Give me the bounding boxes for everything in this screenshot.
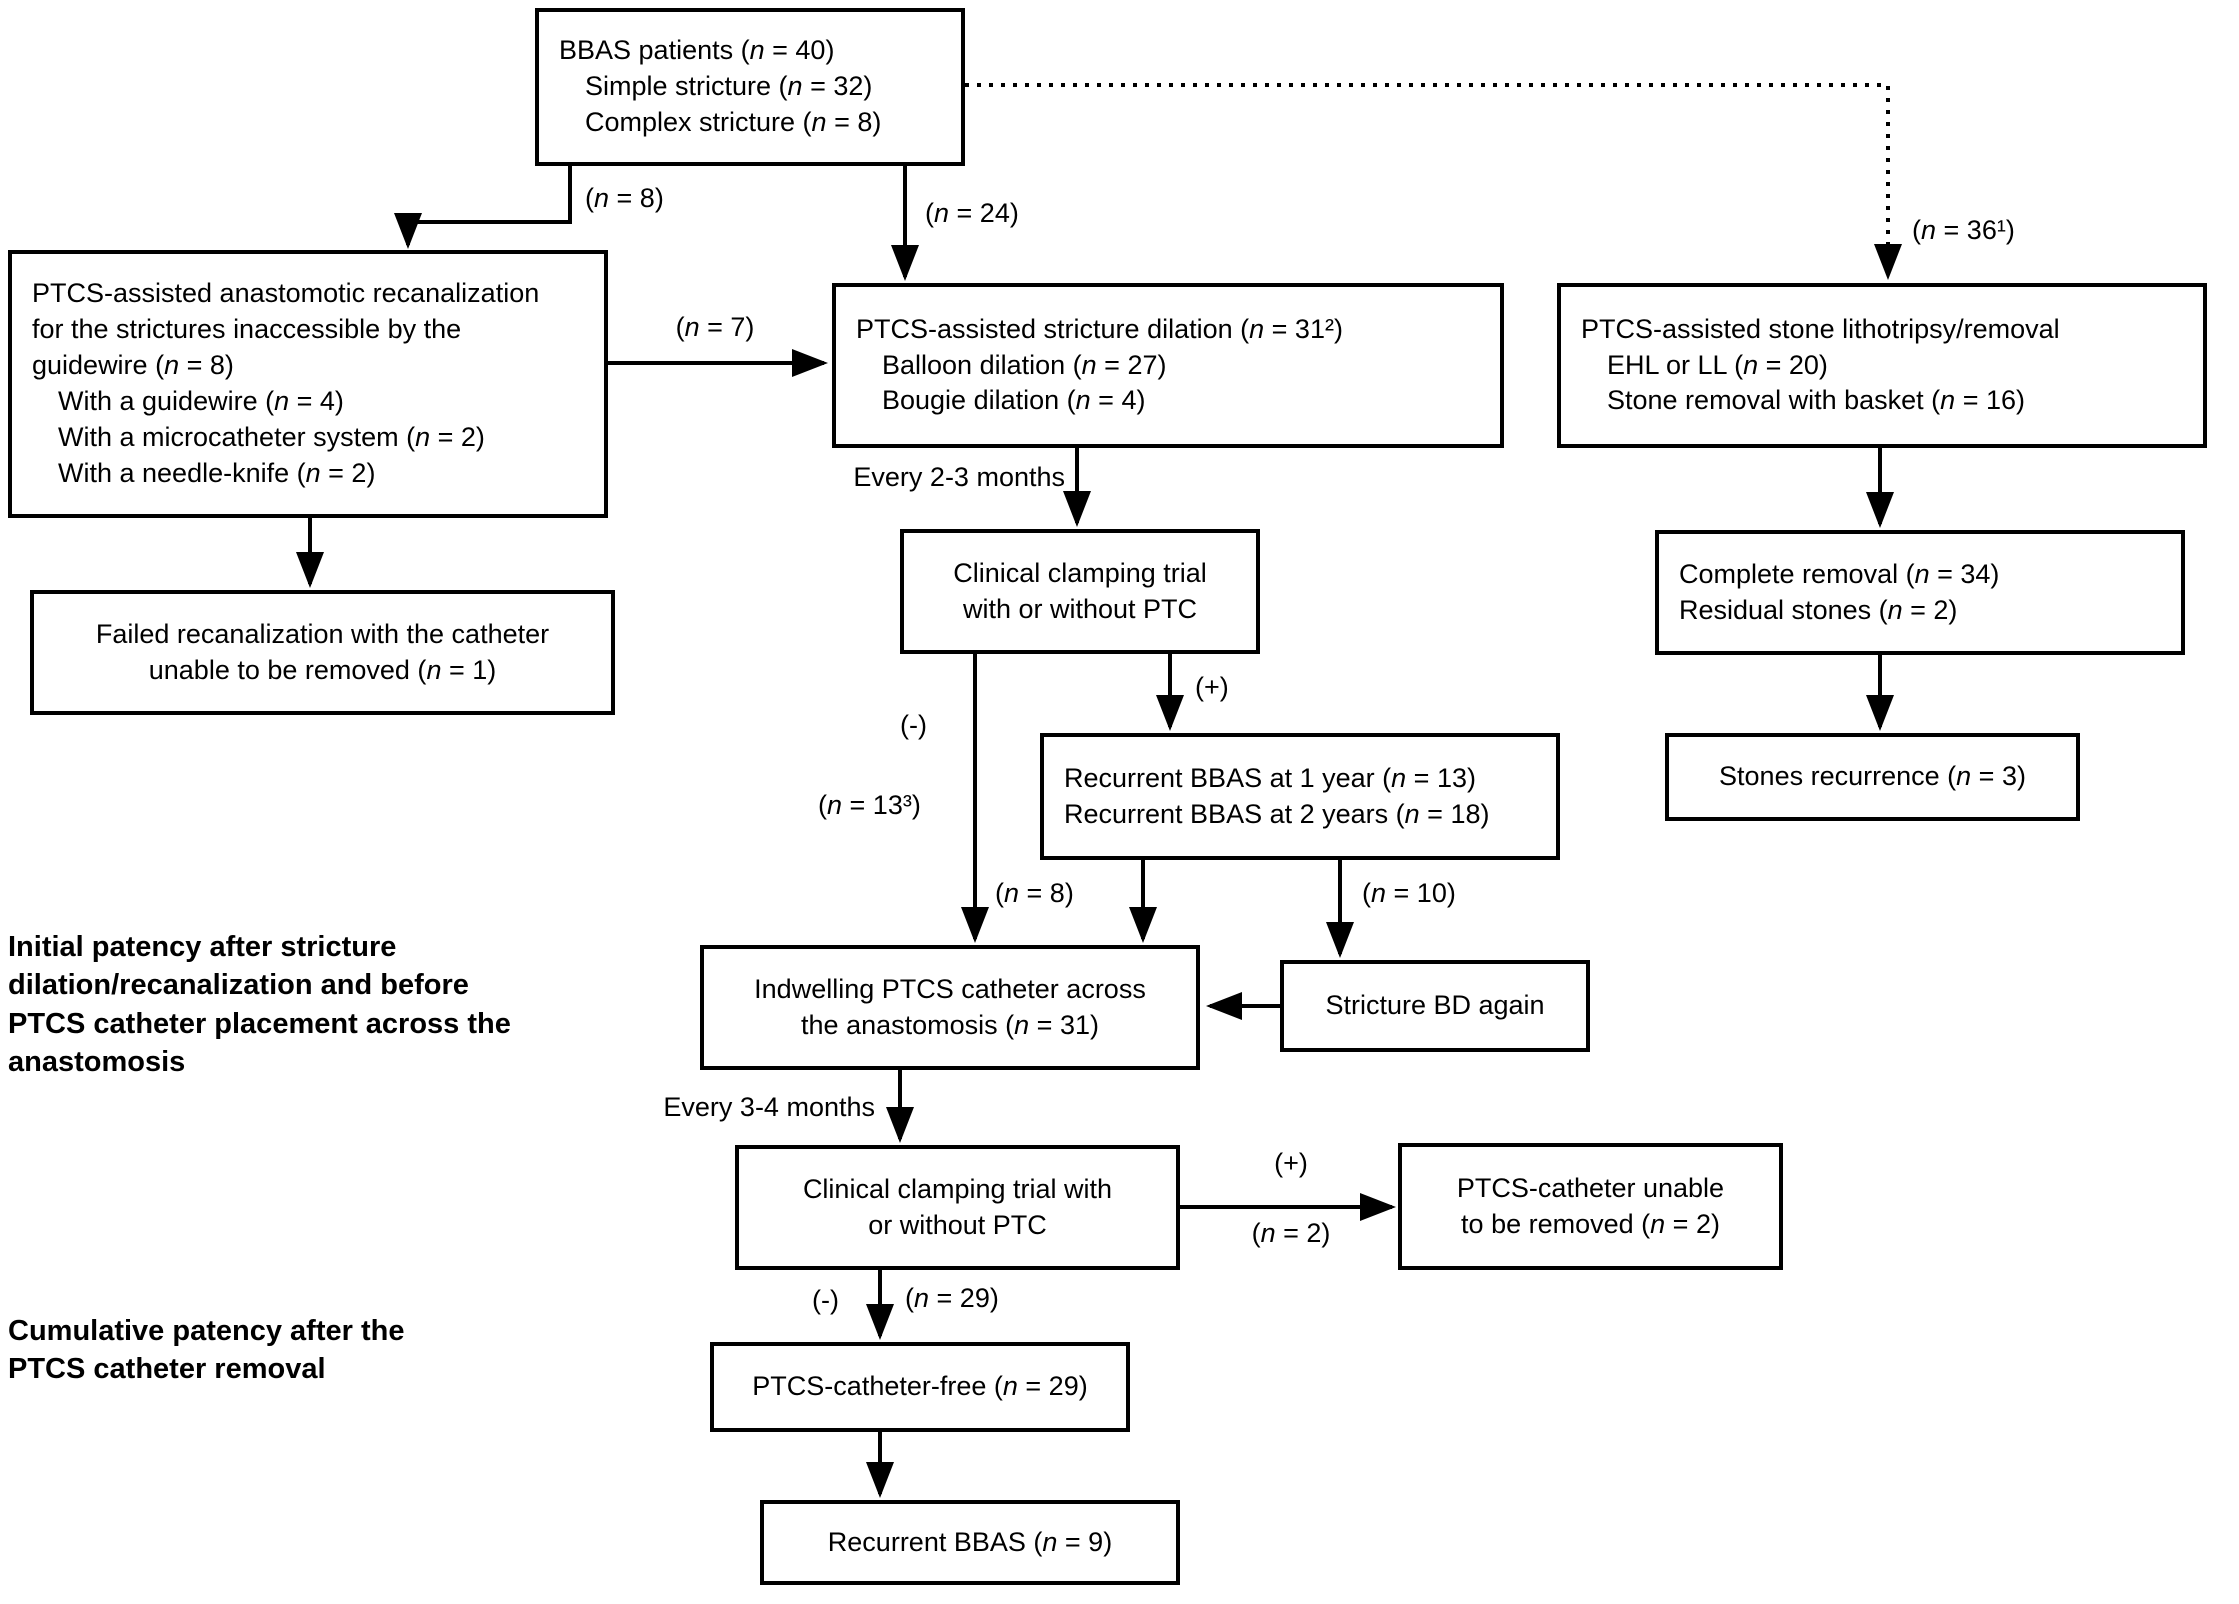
edge-label-n7: (n = 7) xyxy=(675,312,755,342)
edge-label-n8-mid: (n = 8) xyxy=(995,878,1074,908)
box-line: Complete removal (n = 34) xyxy=(1679,558,2000,589)
box-line: Stones recurrence (n = 3) xyxy=(1719,761,2026,792)
box-line: to be removed (n = 2) xyxy=(1461,1208,1720,1239)
edge-label-negative-1: (-) xyxy=(900,710,927,740)
edge-label-n8-top: (n = 8) xyxy=(585,183,664,213)
box-line: PTCS-catheter-free (n = 29) xyxy=(752,1371,1088,1402)
edge-label-negative-2: (-) xyxy=(812,1285,839,1315)
box-line: Recurrent BBAS (n = 9) xyxy=(827,1526,1113,1557)
section-label-cumulative-patency: Cumulative patency after the PTCS cathet… xyxy=(8,1312,404,1389)
box-recurrent-bbas-final: Recurrent BBAS (n = 9) xyxy=(760,1500,1180,1585)
edge-label-every-2-3-months: Every 2-3 months xyxy=(853,462,1065,492)
box-line: Bougie dilation (n = 4) xyxy=(882,385,1146,416)
box-clamping-trial-2: Clinical clamping trial with or without … xyxy=(735,1145,1180,1270)
box-line: With a needle-knife (n = 2) xyxy=(58,457,376,488)
box-line: With a guidewire (n = 4) xyxy=(58,386,344,416)
box-line: PTCS-assisted stone lithotripsy/removal xyxy=(1581,313,2060,344)
box-line: Indwelling PTCS catheter across xyxy=(754,973,1146,1004)
box-line: Recurrent BBAS at 2 years (n = 18) xyxy=(1064,798,1490,829)
section-line: anastomosis xyxy=(8,1045,186,1078)
box-recanalization: PTCS-assisted anastomotic recanalization… xyxy=(8,250,608,518)
box-line: PTCS-assisted anastomotic recanalization xyxy=(32,278,540,309)
edge-label-n36: (n = 36¹) xyxy=(1912,215,2015,245)
box-line: BBAS patients (n = 40) xyxy=(559,35,835,66)
box-line: Complex stricture (n = 8) xyxy=(585,106,882,137)
edge-label-n24: (n = 24) xyxy=(925,198,1019,228)
box-line: PTCS-catheter unable xyxy=(1456,1172,1725,1203)
edge-label-n29: (n = 29) xyxy=(905,1283,999,1313)
box-line: With a microcatheter system (n = 2) xyxy=(58,421,485,452)
box-line: Simple stricture (n = 32) xyxy=(585,71,873,102)
box-line: Clinical clamping trial with xyxy=(802,1173,1113,1204)
box-line: for the strictures inaccessible by the xyxy=(32,314,462,345)
box-line: the anastomosis (n = 31) xyxy=(801,1009,1099,1040)
box-catheter-free: PTCS-catheter-free (n = 29) xyxy=(710,1342,1130,1432)
box-recurrent-bbas-1-2yr: Recurrent BBAS at 1 year (n = 13) Recurr… xyxy=(1040,733,1560,860)
section-label-initial-patency: Initial patency after stricture dilation… xyxy=(8,928,511,1081)
dotted-arrow-bbas-to-stone xyxy=(965,83,1902,280)
box-line: or without PTC xyxy=(868,1209,1047,1240)
box-line: EHL or LL (n = 20) xyxy=(1607,349,1828,380)
box-clamping-trial-1: Clinical clamping trial with or without … xyxy=(900,529,1260,654)
box-line: guidewire (n = 8) xyxy=(32,350,234,381)
box-stricture-bd-again: Stricture BD again xyxy=(1280,960,1590,1052)
box-line: with or without PTC xyxy=(962,593,1198,624)
box-line: PTCS-assisted stricture dilation (n = 31… xyxy=(856,313,1343,344)
box-complete-removal: Complete removal (n = 34) Residual stone… xyxy=(1655,530,2185,655)
box-stone-lithotripsy: PTCS-assisted stone lithotripsy/removal … xyxy=(1557,283,2207,448)
box-line: Stone removal with basket (n = 16) xyxy=(1607,385,2025,416)
box-line: Clinical clamping trial xyxy=(953,557,1207,588)
edge-label-positive-2: (+) xyxy=(1274,1148,1308,1178)
box-stones-recurrence: Stones recurrence (n = 3) xyxy=(1665,733,2080,821)
box-indwelling-catheter: Indwelling PTCS catheter across the anas… xyxy=(700,945,1200,1070)
box-failed-recanalization: Failed recanalization with the catheter … xyxy=(30,590,615,715)
section-line: Cumulative patency after the xyxy=(8,1315,405,1347)
box-line: Failed recanalization with the catheter xyxy=(95,618,550,649)
edge-label-every-3-4-months: Every 3-4 months xyxy=(663,1092,875,1122)
box-line: unable to be removed (n = 1) xyxy=(148,654,497,685)
box-bbas-patients: BBAS patients (n = 40) Simple stricture … xyxy=(535,8,965,166)
section-line: PTCS catheter removal xyxy=(8,1353,326,1386)
section-line: PTCS catheter placement across the xyxy=(8,1007,511,1040)
box-line: Recurrent BBAS at 1 year (n = 13) xyxy=(1064,762,1476,793)
arrow-bbas-to-recanalization xyxy=(394,166,572,249)
edge-label-n13: (n = 13³) xyxy=(818,790,921,820)
box-catheter-unable-removed: PTCS-catheter unable to be removed (n = … xyxy=(1398,1143,1783,1270)
edge-label-n10: (n = 10) xyxy=(1362,878,1456,908)
box-line: Stricture BD again xyxy=(1325,990,1545,1021)
section-line: Initial patency after stricture xyxy=(8,931,397,963)
box-stricture-dilation: PTCS-assisted stricture dilation (n = 31… xyxy=(832,283,1504,448)
edge-label-n2: (n = 2) xyxy=(1251,1218,1331,1248)
section-line: dilation/recanalization and before xyxy=(8,969,469,1002)
edge-label-positive-1: (+) xyxy=(1195,672,1229,702)
box-line: Residual stones (n = 2) xyxy=(1679,594,1958,625)
box-line: Balloon dilation (n = 27) xyxy=(882,349,1167,380)
